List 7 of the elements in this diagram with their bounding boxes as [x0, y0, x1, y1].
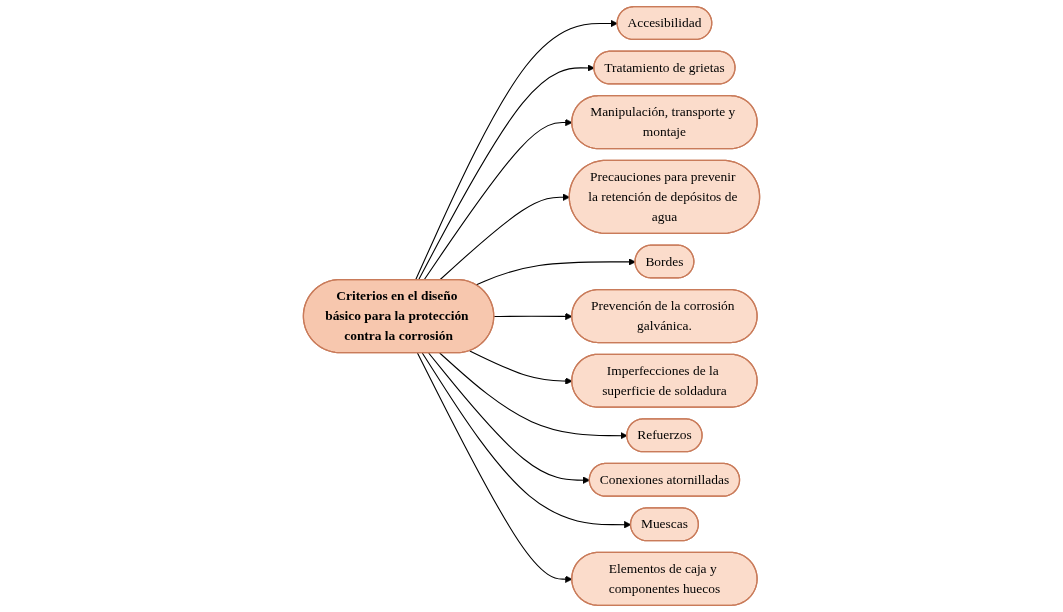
- arrow: [475, 258, 636, 286]
- arrow: [415, 19, 618, 281]
- arrow: [416, 352, 573, 583]
- arrow: [493, 312, 573, 321]
- arrow: [417, 64, 595, 281]
- arrow: [469, 350, 573, 385]
- arrow: [423, 118, 573, 281]
